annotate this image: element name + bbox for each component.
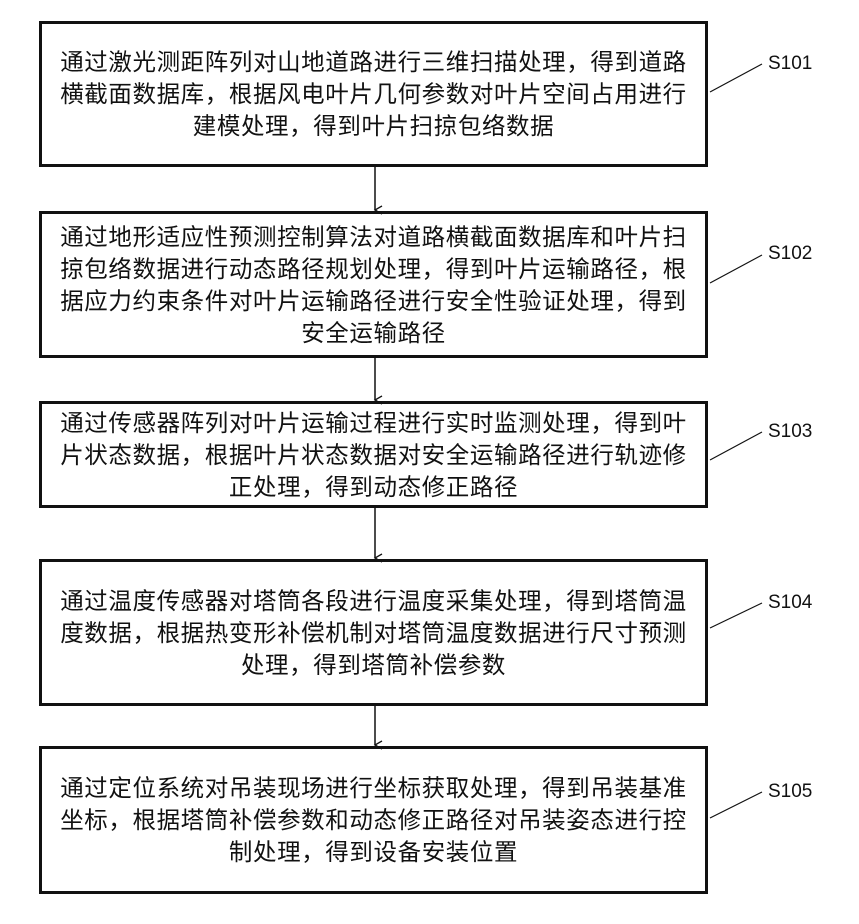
- step-label-s104: S104: [768, 592, 812, 614]
- step-text-s104: 通过温度传感器对塔筒各段进行温度采集处理，得到塔筒温度数据，根据热变形补偿机制对…: [42, 585, 705, 681]
- label-leader-s102: [710, 255, 762, 283]
- step-label-s103: S103: [768, 421, 812, 443]
- step-text-s103: 通过传感器阵列对叶片运输过程进行实时监测处理，得到叶片状态数据，根据叶片状态数据…: [42, 407, 705, 503]
- step-text-s105: 通过定位系统对吊装现场进行坐标获取处理，得到吊装基准坐标，根据塔筒补偿参数和动态…: [42, 772, 705, 868]
- step-box-s103: 通过传感器阵列对叶片运输过程进行实时监测处理，得到叶片状态数据，根据叶片状态数据…: [39, 401, 708, 508]
- step-box-s101: 通过激光测距阵列对山地道路进行三维扫描处理，得到道路横截面数据库，根据风电叶片几…: [39, 21, 708, 167]
- step-text-s101: 通过激光测距阵列对山地道路进行三维扫描处理，得到道路横截面数据库，根据风电叶片几…: [42, 46, 705, 142]
- step-box-s105: 通过定位系统对吊装现场进行坐标获取处理，得到吊装基准坐标，根据塔筒补偿参数和动态…: [39, 746, 708, 894]
- step-label-s101: S101: [768, 53, 812, 75]
- step-label-s105: S105: [768, 781, 812, 803]
- step-text-s102: 通过地形适应性预测控制算法对道路横截面数据库和叶片扫掠包络数据进行动态路径规划处…: [42, 221, 705, 349]
- label-leader-s104: [710, 603, 762, 628]
- label-leader-s103: [710, 432, 762, 460]
- label-leader-s105: [710, 792, 762, 818]
- step-box-s104: 通过温度传感器对塔筒各段进行温度采集处理，得到塔筒温度数据，根据热变形补偿机制对…: [39, 559, 708, 706]
- step-label-s102: S102: [768, 243, 812, 265]
- step-box-s102: 通过地形适应性预测控制算法对道路横截面数据库和叶片扫掠包络数据进行动态路径规划处…: [39, 211, 708, 358]
- label-leader-s101: [710, 64, 762, 92]
